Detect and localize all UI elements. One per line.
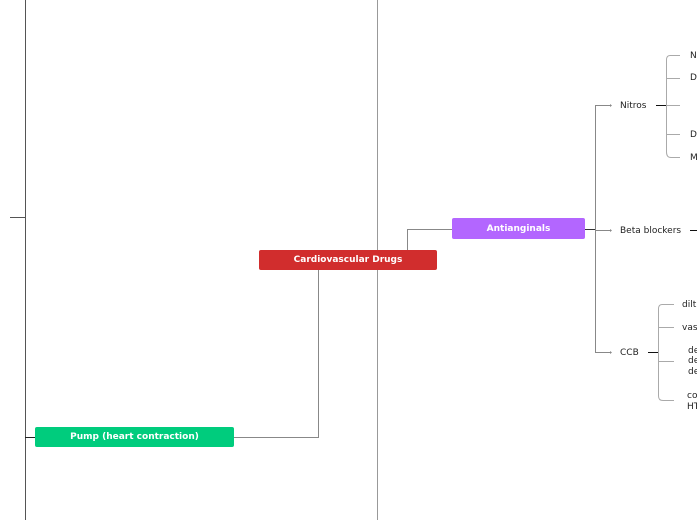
ccb-child[interactable]: dilt [682, 300, 697, 310]
nitros-child[interactable]: N [690, 51, 697, 61]
ccb-child[interactable]: co [687, 391, 697, 401]
nitros-child[interactable]: D [690, 73, 697, 83]
ccb-child[interactable]: vas [682, 323, 697, 333]
ccb-child[interactable]: de [688, 356, 697, 366]
branch-nitros[interactable]: Nitros [620, 101, 647, 111]
nitros-child[interactable]: D [690, 130, 697, 140]
branch-ccb[interactable]: CCB [620, 348, 639, 358]
node-antianginals[interactable]: Antianginals [452, 218, 585, 239]
ccb-child[interactable]: HT [687, 402, 697, 412]
ccb-child[interactable]: de [688, 367, 697, 377]
nitros-child[interactable]: M [690, 153, 697, 163]
node-cardiovascular-drugs[interactable]: Cardiovascular Drugs [259, 250, 437, 270]
ccb-child[interactable]: de [688, 346, 697, 356]
node-pump[interactable]: Pump (heart contraction) [35, 427, 234, 447]
branch-beta-blockers[interactable]: Beta blockers [620, 226, 682, 236]
